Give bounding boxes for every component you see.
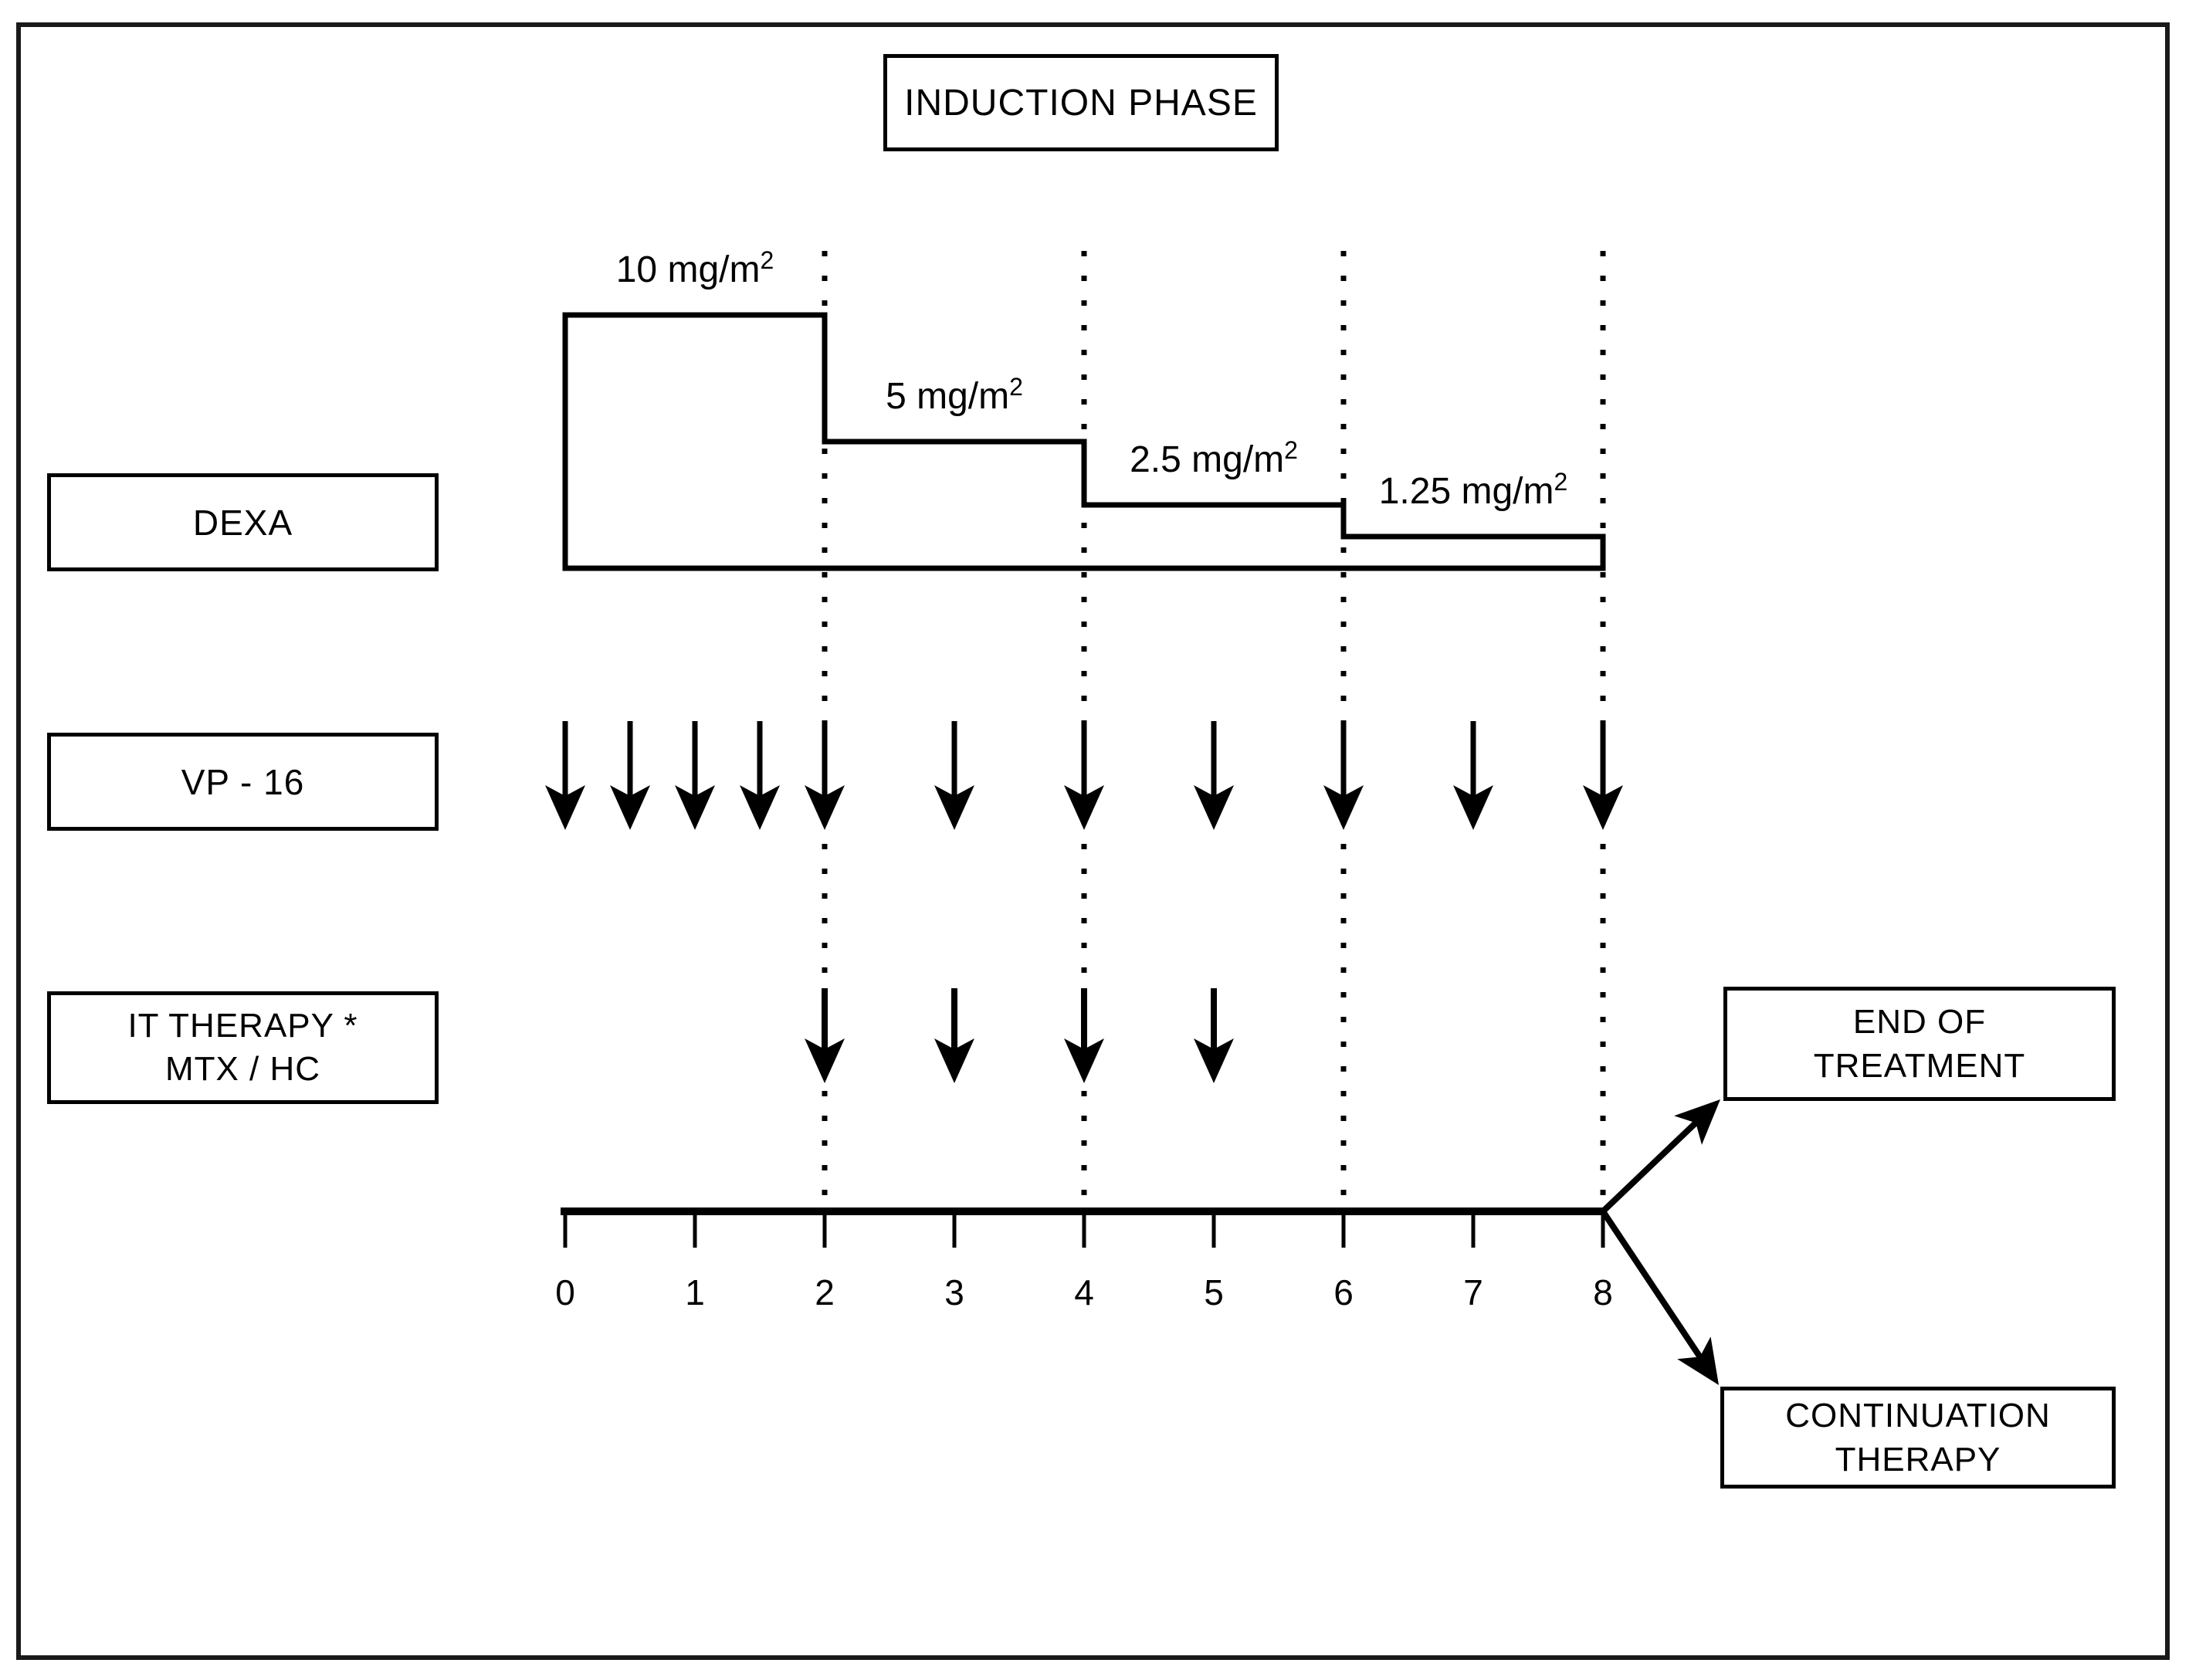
it-therapy-dose-arrow-week-5 (1194, 988, 1234, 1083)
arrowhead (740, 785, 780, 830)
arrowhead (545, 785, 585, 830)
vp16-dose-arrow-week-8 (1583, 721, 1623, 830)
vp16-row-label-box: VP - 16 (47, 733, 439, 831)
vp16-dose-arrow-week-0 (545, 721, 585, 830)
dexa-dose-superscript: 2 (1284, 436, 1298, 464)
arrow-stem (1601, 1117, 1702, 1214)
it-therapy-row-label-line1: IT THERAPY * (127, 1006, 358, 1045)
end-of-treatment-label-line1: END OF (1852, 1002, 1987, 1041)
axis-tick-label-6: 6 (1333, 1272, 1354, 1312)
vp16-row-label: VP - 16 (181, 761, 305, 802)
it-therapy-row-label-box: IT THERAPY * MTX / HC (47, 991, 439, 1104)
outer-border (16, 22, 2170, 1660)
arrowhead (1064, 785, 1104, 830)
arrow-stem (1600, 1209, 1706, 1363)
dexa-dose-superscript: 2 (760, 246, 774, 274)
arrowhead (1677, 1336, 1719, 1385)
arrowhead (805, 1038, 845, 1083)
it-therapy-dose-arrow-week-4 (1064, 988, 1104, 1083)
axis-tick-label-0: 0 (555, 1272, 575, 1312)
dexa-dose-label-0: 10 mg/m2 (615, 246, 774, 291)
end-of-treatment-box: END OF TREATMENT (1723, 987, 2116, 1101)
dexa-row-label-box: DEXA (47, 473, 439, 571)
arrowhead (934, 785, 974, 830)
continuation-therapy-box: CONTINUATION THERAPY (1720, 1387, 2116, 1489)
arrowhead (675, 785, 715, 830)
it-therapy-row-label-line2: MTX / HC (164, 1050, 321, 1088)
dexa-dose-label-3: 1.25 mg/m2 (1378, 468, 1568, 513)
dexa-dose-text: 10 mg/m (615, 249, 761, 290)
dexa-dose-label-1: 5 mg/m2 (886, 373, 1023, 418)
vp16-dose-arrow-week-1 (675, 721, 715, 830)
arrowhead (1194, 1038, 1234, 1083)
arrowhead (610, 785, 650, 830)
axis-tick-label-7: 7 (1463, 1272, 1483, 1312)
vp16-dose-arrow-week-4 (1064, 721, 1104, 830)
branch-arrow-continuation-therapy (1600, 1209, 1719, 1385)
continuation-therapy-label-line1: CONTINUATION (1785, 1396, 2051, 1434)
axis-tick-label-2: 2 (815, 1272, 835, 1312)
dexa-dose-superscript: 2 (1009, 373, 1023, 401)
it-therapy-dose-arrow-week-3 (934, 988, 974, 1083)
arrowhead (1064, 1038, 1104, 1083)
arrowhead (805, 785, 845, 830)
vp16-dose-arrow-week-0.5 (610, 721, 650, 830)
it-therapy-dose-arrow-week-2 (805, 988, 845, 1083)
axis-tick-label-4: 4 (1074, 1272, 1094, 1312)
vp16-dose-arrow-week-6 (1323, 721, 1364, 830)
end-of-treatment-label-line2: TREATMENT (1813, 1047, 2026, 1085)
dexa-dose-text: 2.5 mg/m (1130, 439, 1285, 480)
vp16-dose-arrow-week-1.5 (740, 721, 780, 830)
dexa-dose-text: 1.25 mg/m (1378, 471, 1554, 512)
axis-tick-label-8: 8 (1593, 1272, 1613, 1312)
vp16-dose-arrow-week-2 (805, 721, 845, 830)
dexa-dose-superscript: 2 (1554, 468, 1568, 496)
arrowhead (1583, 785, 1623, 830)
vp16-dose-arrow-week-5 (1194, 721, 1234, 830)
dexa-step-curve (562, 312, 1606, 571)
arrowhead (934, 1038, 974, 1083)
axis-tick-label-5: 5 (1204, 1272, 1224, 1312)
arrowhead (1453, 785, 1493, 830)
arrowhead (1194, 785, 1234, 830)
arrowhead (1674, 1099, 1720, 1145)
vp16-dose-arrow-week-3 (934, 721, 974, 830)
continuation-therapy-label-line2: THERAPY (1835, 1441, 2001, 1478)
arrowhead (1323, 785, 1364, 830)
vp16-dose-arrow-week-7 (1453, 721, 1493, 830)
dexa-dose-label-2: 2.5 mg/m2 (1130, 436, 1298, 481)
induction-phase-title: INDUCTION PHASE (904, 82, 1258, 124)
dexa-dose-text: 5 mg/m (886, 376, 1010, 417)
dexa-row-label: DEXA (192, 502, 293, 543)
axis-tick-label-1: 1 (685, 1272, 705, 1312)
axis-tick-label-3: 3 (944, 1272, 964, 1312)
induction-phase-title-box: INDUCTION PHASE (883, 54, 1279, 151)
branch-arrow-end-of-treatment (1601, 1099, 1720, 1214)
